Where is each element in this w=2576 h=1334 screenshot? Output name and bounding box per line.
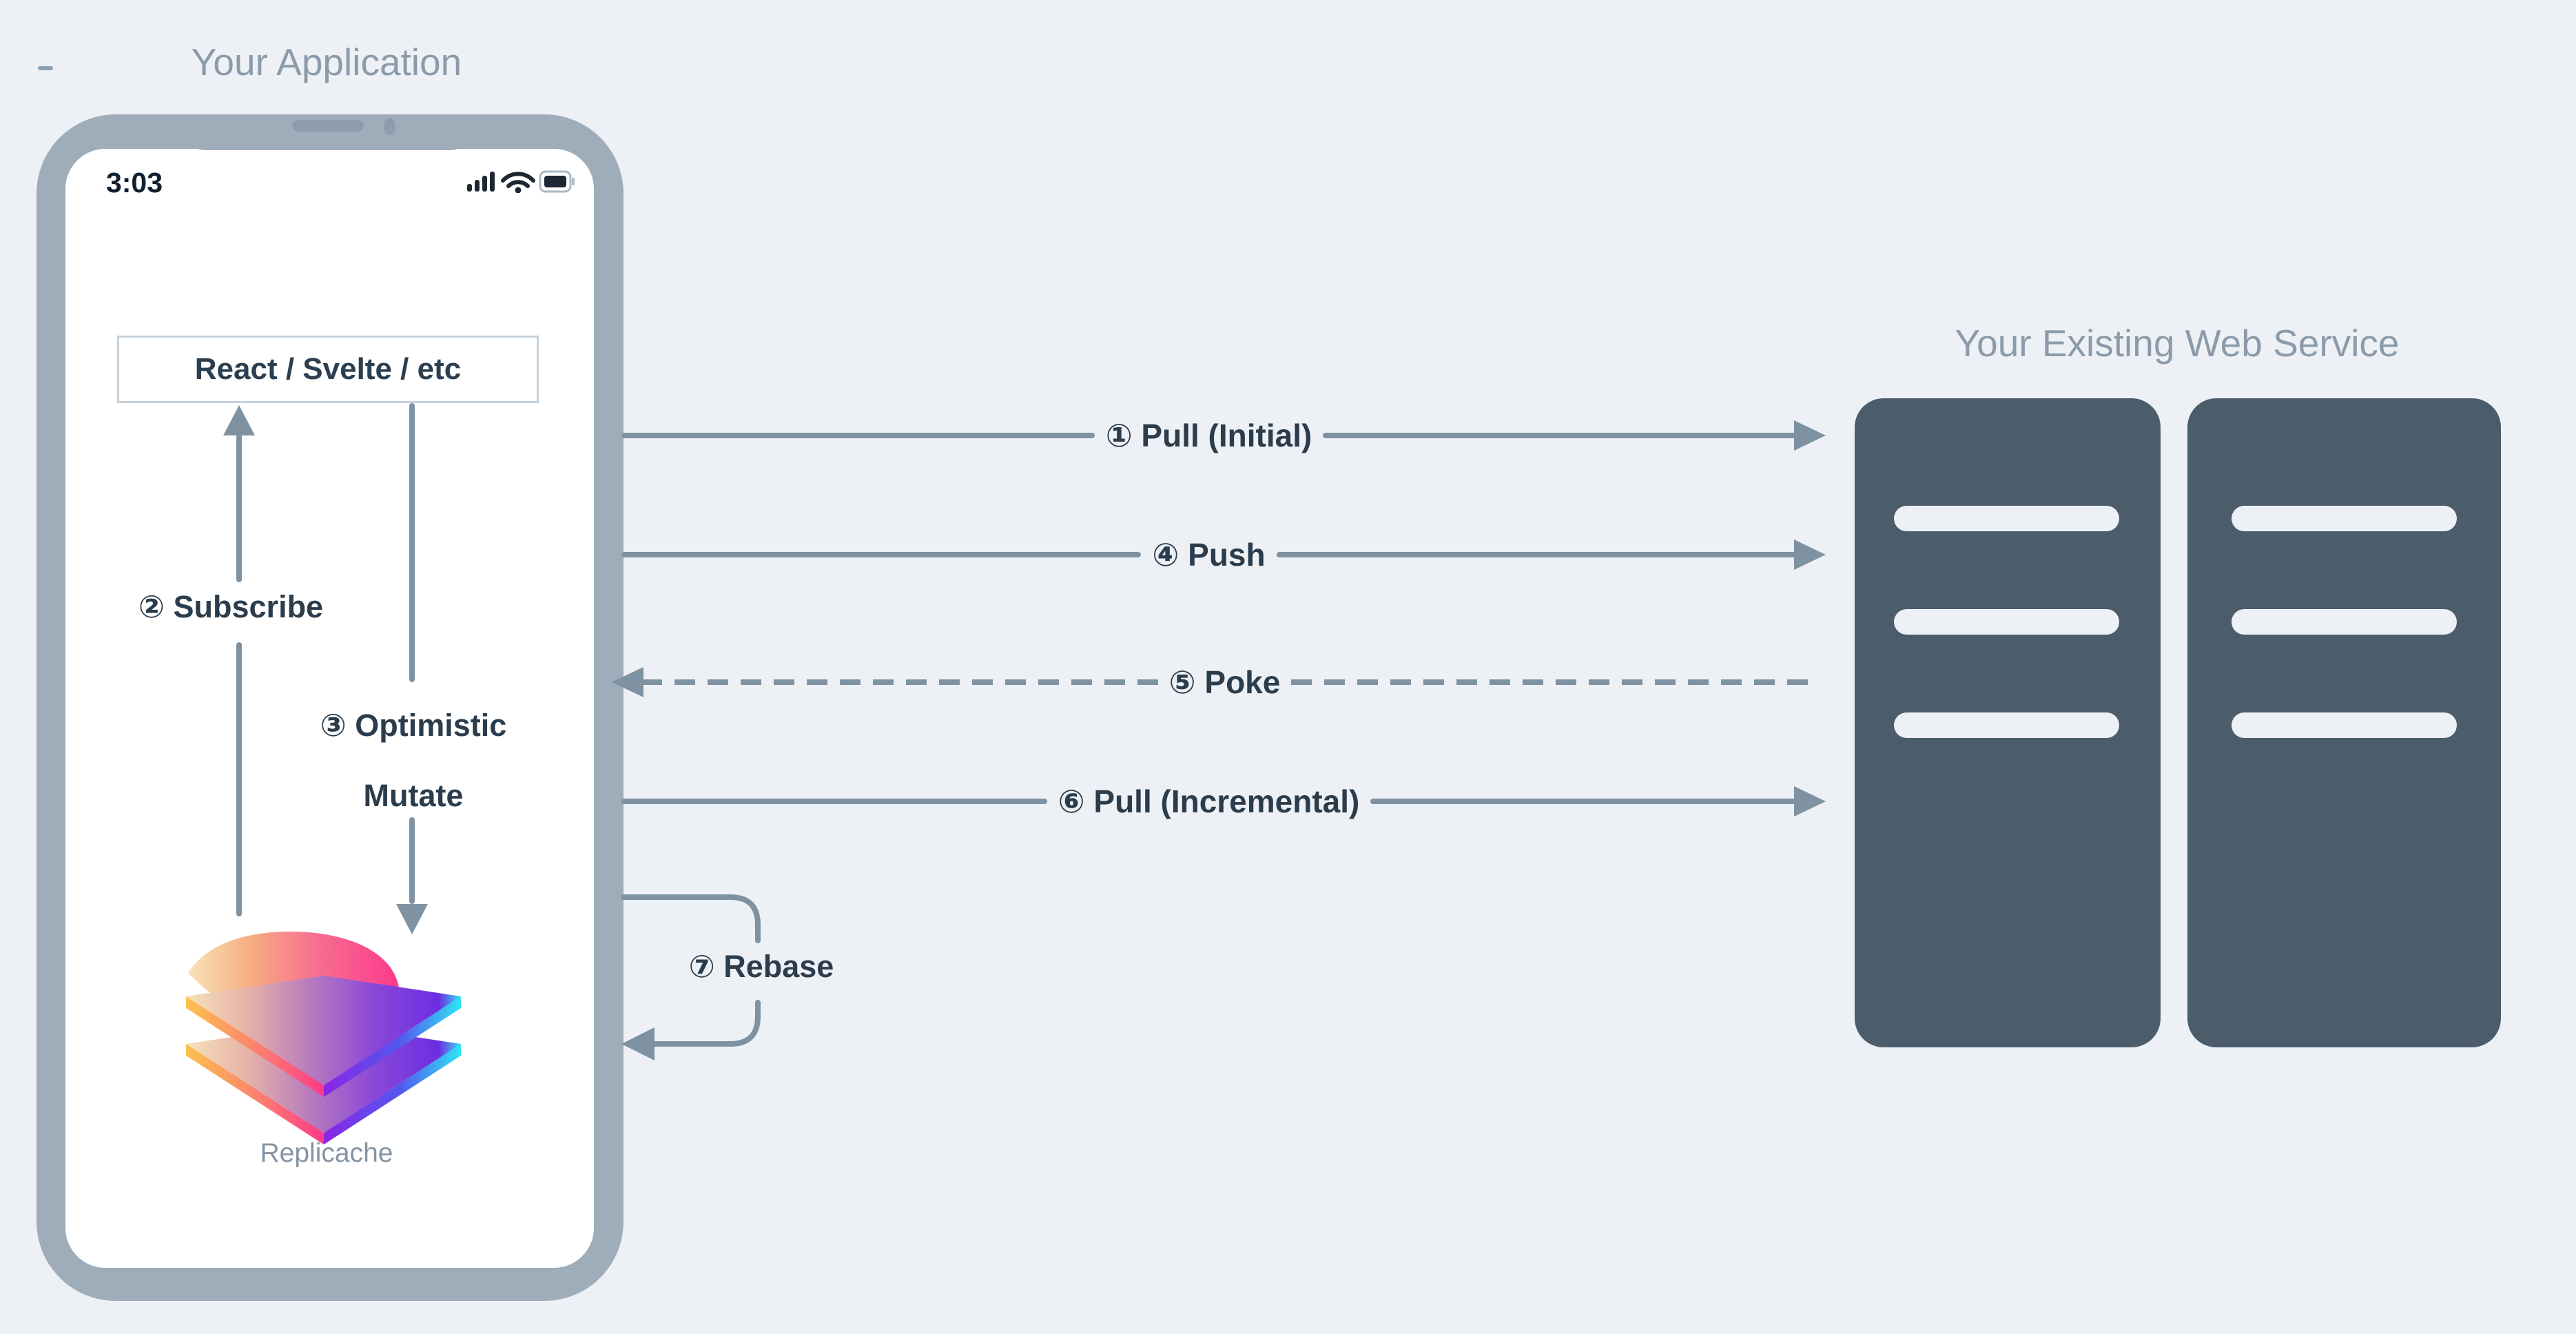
subscribe-arrowhead-up: [223, 405, 255, 435]
speaker-slot: [292, 120, 364, 132]
logo-plate-upper: [186, 976, 461, 1097]
signal-icon: [467, 172, 495, 192]
optimistic-line2: Mutate: [363, 778, 464, 813]
rebase-loop: [621, 894, 761, 1060]
arrowhead-right: [1794, 786, 1826, 817]
phone-frame: 3:03 React / S: [37, 114, 624, 1301]
arrowhead-right: [1794, 420, 1826, 451]
arrow-label-pull-initial: ① Pull (Initial): [1105, 418, 1312, 453]
dashed-segment: [641, 679, 1158, 685]
optimistic-mutate-label: ③ Optimistic Mutate: [265, 690, 561, 831]
line-segment: [1370, 799, 1797, 804]
optimistic-line1: ③ Optimistic: [320, 708, 507, 743]
arrow-label-pull-incremental: ⑥ Pull (Incremental): [1058, 783, 1360, 819]
status-time: 3:03: [105, 167, 163, 198]
arrowhead-right: [1794, 540, 1826, 570]
phone-notch: [181, 114, 475, 150]
line-segment: [621, 552, 1142, 557]
dashed-segment: [1291, 679, 1808, 685]
server-slot: [2232, 712, 2457, 738]
wifi-icon: [501, 172, 535, 193]
battery-icon: [539, 170, 575, 193]
line-segment: [621, 799, 1047, 804]
service-title: Your Existing Web Service: [1955, 322, 2400, 365]
camera-dot: [384, 118, 395, 135]
server-slot: [1894, 712, 2119, 738]
arrow-pull-initial: ① Pull (Initial): [621, 418, 1826, 453]
subscribe-line-upper: [236, 434, 242, 582]
framework-box: React / Svelte / etc: [117, 336, 539, 403]
replicache-logo: [186, 932, 461, 1145]
mutate-line-upper: [409, 403, 415, 682]
server-slot: [2232, 609, 2457, 635]
line-segment: [621, 433, 1095, 438]
mutate-line-lower: [409, 817, 415, 904]
server-slot: [2232, 506, 2457, 531]
stray-dash-artifact: [38, 66, 53, 70]
server-slot: [1894, 609, 2119, 635]
arrow-poke: ⑤ Poke: [612, 664, 1808, 700]
replicache-label: Replicache: [260, 1138, 393, 1168]
subscribe-label: ② Subscribe: [138, 589, 324, 624]
arrow-label-poke: ⑤ Poke: [1168, 664, 1281, 700]
mutate-arrowhead-down: [396, 904, 428, 934]
subscribe-line-lower: [236, 642, 242, 916]
status-icons: [467, 170, 575, 193]
server-tower-1: [1855, 398, 2161, 1047]
arrow-pull-incremental: ⑥ Pull (Incremental): [621, 783, 1826, 819]
line-segment: [1323, 433, 1797, 438]
server-tower-2: [2187, 398, 2501, 1047]
arrowhead-left: [612, 667, 643, 697]
arrow-label-push: ④ Push: [1152, 537, 1266, 573]
arrow-push: ④ Push: [621, 537, 1826, 573]
app-title: Your Application: [191, 41, 462, 83]
line-segment: [1276, 552, 1797, 557]
rebase-label: ⑦ Rebase: [688, 949, 834, 984]
server-slot: [1894, 506, 2119, 531]
